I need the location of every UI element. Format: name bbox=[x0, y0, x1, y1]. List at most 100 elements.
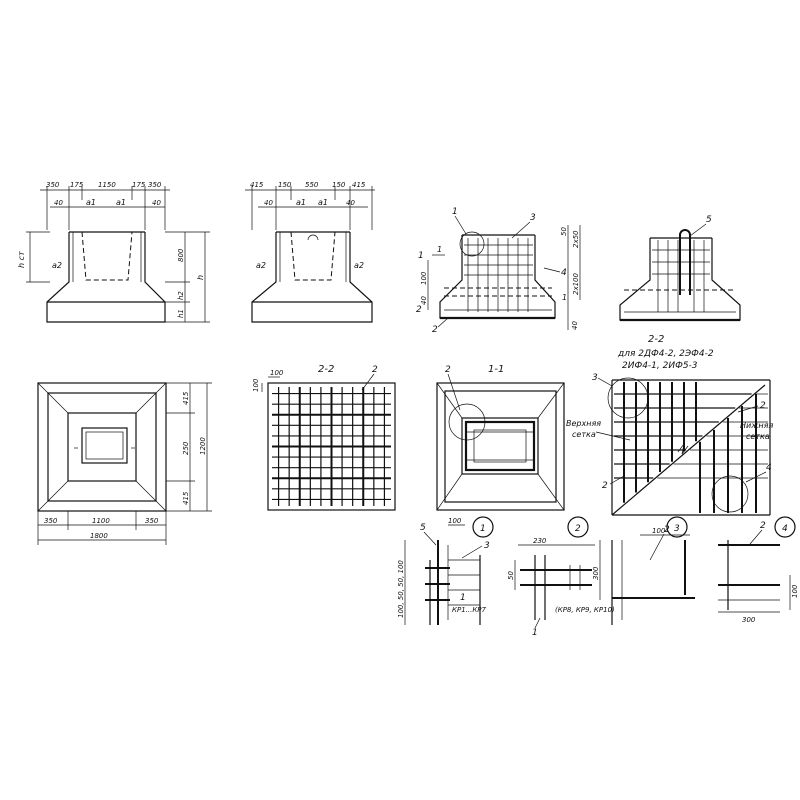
callout-1-left: 1 bbox=[418, 251, 424, 261]
upper-mesh-bars bbox=[614, 382, 752, 503]
mesh-detail-view: 2-2 для 2ДФ4-2, 2ЭФ4-2 2ИФ4-1, 2ИФ5-3 3 … bbox=[566, 334, 773, 516]
dim-a1-side-right: a1 bbox=[318, 198, 328, 207]
dim-550: 550 bbox=[305, 181, 319, 189]
dim-a1-side-left: a1 bbox=[296, 198, 306, 207]
mesh-detail-callout-3: 3 bbox=[592, 373, 598, 383]
dim-plan-1100: 1100 bbox=[92, 517, 110, 525]
dim-40-right-sec: 40 bbox=[571, 321, 579, 330]
dim-a1-left: a1 bbox=[86, 198, 96, 207]
dim-415-right: 415 bbox=[352, 181, 366, 189]
mesh-title: 2-2 bbox=[318, 364, 334, 375]
lower-mesh-label-2: сетка bbox=[746, 432, 770, 441]
dim-100-left: 100 bbox=[420, 271, 428, 285]
dim-plan-1200: 1200 bbox=[199, 437, 207, 455]
node-2-detail: 2 230 50 1 (КР8, КР9, КР10) bbox=[507, 516, 615, 638]
dim-plan-415-bottom: 415 bbox=[182, 491, 190, 505]
label-2a: 2 bbox=[416, 305, 422, 315]
dim-40-left: 40 bbox=[54, 199, 63, 207]
node-3-dim-100: 100 bbox=[652, 527, 666, 535]
dim-plan-350-right: 350 bbox=[145, 517, 159, 525]
dim-h2: h2 bbox=[177, 291, 185, 300]
dim-h1: h1 bbox=[177, 309, 185, 318]
node-1-callout-3: 3 bbox=[484, 541, 490, 551]
elevation-front-view: 350 175 1150 175 350 40 a1 a1 40 h ст a2… bbox=[17, 181, 210, 323]
mesh-detail-callout-2a: 2 bbox=[760, 401, 766, 411]
node-4-dim-100: 100 bbox=[791, 584, 799, 598]
mesh-detail-note-2: 2ИФ4-1, 2ИФ5-3 bbox=[622, 361, 698, 371]
mesh-grid bbox=[272, 387, 391, 506]
dim-a1-right: a1 bbox=[116, 198, 126, 207]
dim-415-left: 415 bbox=[250, 181, 264, 189]
section-1-1-title: 1-1 bbox=[488, 364, 504, 375]
label-2b: 2 bbox=[432, 325, 438, 335]
mark-section-1-right: 1 bbox=[562, 293, 567, 302]
mesh-detail-callout-4: 4 bbox=[766, 463, 772, 473]
node-1-number: 1 bbox=[480, 524, 486, 534]
mesh-detail-title: 2-2 bbox=[648, 334, 664, 345]
dim-350-left: 350 bbox=[46, 181, 60, 189]
mark-section-1: 1 bbox=[437, 245, 442, 254]
dim-40-side-left: 40 bbox=[264, 199, 273, 207]
elevation-side-view: 415 150 550 150 415 40 a1 a1 40 a2 a2 bbox=[245, 181, 375, 323]
node-3-callout-2: 2 bbox=[664, 525, 670, 535]
dim-1150: 1150 bbox=[98, 181, 116, 189]
node-2-dim-50: 50 bbox=[507, 571, 515, 580]
lower-mesh-label-1: Нижняя bbox=[740, 421, 773, 430]
mesh-dim-left: 100 bbox=[252, 378, 260, 392]
mesh-detail-note-1: для 2ДФ4-2, 2ЭФ4-2 bbox=[617, 349, 714, 359]
dim-h-st: h ст bbox=[17, 251, 26, 268]
node-2-callout-1: 1 bbox=[532, 628, 538, 638]
node-2-number: 2 bbox=[575, 524, 581, 534]
dim-50: 50 bbox=[560, 227, 568, 236]
mesh-dim-top: 100 bbox=[270, 369, 284, 377]
plan-view: 415 250 415 1200 350 1100 350 1800 bbox=[37, 382, 212, 545]
mesh-detail-callout-2b: 2 bbox=[602, 481, 608, 491]
callout-5-top: 5 bbox=[706, 215, 712, 225]
callout-4-sec: 4 bbox=[561, 268, 567, 278]
node-4-dim-300: 300 bbox=[742, 616, 756, 624]
node-1-callout-1: 1 bbox=[460, 593, 466, 603]
label-a2-side-right: a2 bbox=[354, 261, 364, 270]
section-plan-callout-2: 2 bbox=[445, 365, 451, 375]
node-4-number: 4 bbox=[782, 524, 788, 534]
dim-350-right: 350 bbox=[148, 181, 162, 189]
lower-mesh-bars bbox=[657, 393, 768, 513]
dim-800: 800 bbox=[177, 248, 185, 262]
dim-40-side-right: 40 bbox=[346, 199, 355, 207]
node-2-label: (КР8, КР9, КР10) bbox=[555, 606, 615, 614]
section-plan-view: 1-1 2 bbox=[436, 364, 565, 511]
node-3-dim-300: 300 bbox=[592, 566, 600, 580]
node-3-detail: 3 100 2 300 bbox=[592, 516, 695, 625]
dim-h: h bbox=[196, 275, 205, 280]
node-2-dim-230: 230 bbox=[533, 537, 547, 545]
upper-mesh-label-1: Верхняя bbox=[566, 419, 601, 428]
node-1-callout-5: 5 bbox=[420, 523, 426, 533]
dim-plan-350-left: 350 bbox=[44, 517, 58, 525]
dim-175-left: 175 bbox=[70, 181, 84, 189]
dim-175-right: 175 bbox=[132, 181, 146, 189]
dim-150-left: 150 bbox=[278, 181, 292, 189]
node-1-detail: 1 5 100 3 100, 50, 50, 100 1 КР1...КР7 bbox=[397, 516, 494, 625]
node-4-detail: 4 2 100 300 bbox=[718, 516, 799, 624]
label-a2-side-left: a2 bbox=[256, 261, 266, 270]
node-3-number: 3 bbox=[674, 524, 680, 534]
mesh-callout-2: 2 bbox=[372, 365, 378, 375]
dim-2x50: 2x50 bbox=[572, 230, 580, 248]
dim-plan-415-top: 415 bbox=[182, 391, 190, 405]
dim-40-left-sec: 40 bbox=[420, 296, 428, 305]
node-1-dims-left: 100, 50, 50, 100 bbox=[397, 560, 405, 618]
dim-plan-250: 250 bbox=[182, 441, 190, 455]
dim-2x100: 2x100 bbox=[572, 272, 580, 295]
node-1-dim-100: 100 bbox=[448, 517, 462, 525]
node-4-callout-2: 2 bbox=[760, 521, 766, 531]
label-a2-front: a2 bbox=[52, 261, 62, 270]
upper-mesh-label-2: сетка bbox=[572, 430, 596, 439]
callout-1-top: 1 bbox=[452, 207, 458, 217]
dim-40-right: 40 bbox=[152, 199, 161, 207]
mesh-plan-view: 2-2 100 100 2 bbox=[252, 364, 396, 511]
node-1-label: КР1...КР7 bbox=[452, 606, 487, 614]
dim-150-right: 150 bbox=[332, 181, 346, 189]
dim-plan-1800: 1800 bbox=[90, 532, 108, 540]
callout-3: 3 bbox=[530, 213, 536, 223]
